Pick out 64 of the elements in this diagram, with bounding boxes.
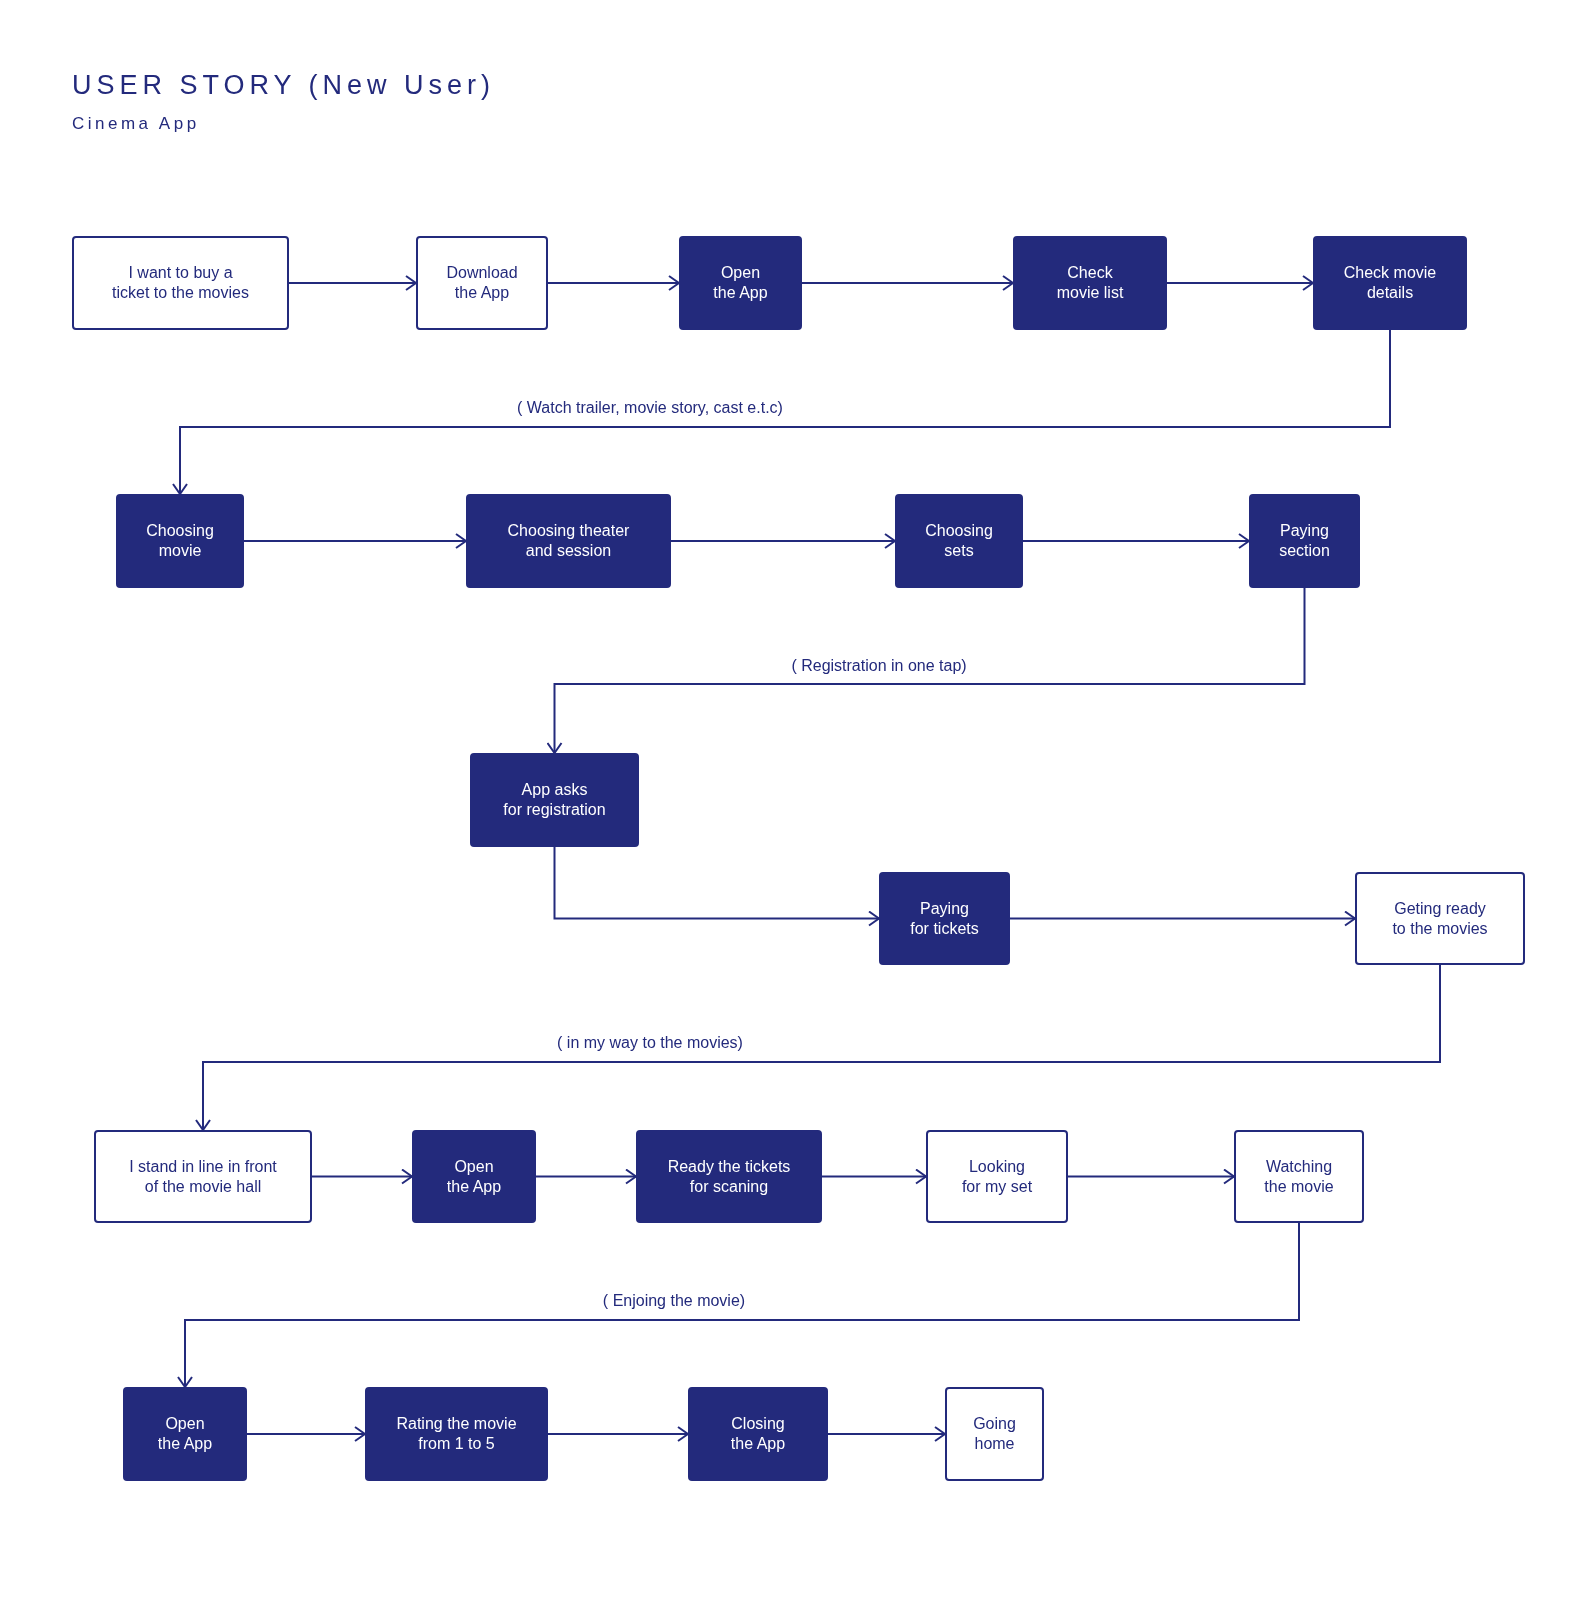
step-text: Watching the movie	[1263, 1156, 1335, 1197]
arrow	[546, 587, 1306, 754]
step-text: App asks for registration	[502, 780, 607, 820]
process-box	[466, 494, 671, 588]
process-box	[123, 1387, 247, 1481]
arrow	[821, 1168, 927, 1185]
process-box	[879, 872, 1010, 965]
arrow	[547, 1426, 689, 1442]
step-text: Paying for tickets	[909, 898, 980, 939]
process-box	[72, 236, 289, 330]
process-box	[412, 1130, 536, 1223]
process-box	[688, 1387, 828, 1481]
process-box	[416, 236, 548, 330]
step-text: Paying section	[1278, 521, 1331, 561]
step-text: Choosing movie	[145, 521, 215, 561]
step-text: I stand in line in front of the movie hall	[128, 1156, 278, 1197]
step-text: Ready the tickets for scaning	[666, 1156, 792, 1197]
process-box	[470, 753, 639, 847]
arrow	[243, 533, 467, 549]
arrow	[1022, 533, 1250, 549]
arrow	[670, 533, 896, 549]
process-box	[895, 494, 1023, 588]
process-box	[1355, 872, 1525, 965]
arrow	[195, 964, 1441, 1131]
process-box	[1313, 236, 1467, 330]
step-text: Check movie list	[1055, 263, 1125, 303]
arrow	[1067, 1168, 1235, 1185]
arrow	[177, 1222, 1300, 1388]
process-box	[1249, 494, 1360, 588]
step-text: Choosing theater and session	[506, 521, 631, 561]
process-box	[945, 1387, 1044, 1481]
process-box	[636, 1130, 822, 1223]
arrow	[553, 846, 880, 927]
step-text: Going home	[972, 1414, 1017, 1454]
arrow	[1166, 275, 1314, 291]
step-text: Choosing sets	[924, 521, 994, 561]
step-text: Download the App	[445, 263, 519, 303]
arrow	[535, 1168, 637, 1185]
arrow	[288, 275, 417, 291]
process-box	[679, 236, 802, 330]
diagram-title: USER STORY (New User)	[72, 70, 496, 101]
arrow	[1009, 910, 1356, 927]
step-text: I want to buy a ticket to the movies	[111, 263, 250, 303]
arrow	[172, 329, 1391, 495]
process-box	[926, 1130, 1068, 1223]
step-text: Open the App	[156, 1414, 214, 1454]
process-box	[365, 1387, 548, 1481]
arrow	[801, 275, 1014, 291]
process-box	[1013, 236, 1167, 330]
step-text: Geting ready to the movies	[1391, 898, 1489, 939]
step-text: Open the App	[445, 1156, 503, 1197]
step-text: Looking for my set	[960, 1156, 1034, 1197]
process-box	[94, 1130, 312, 1223]
arrow	[246, 1426, 366, 1442]
step-text: Closing the App	[729, 1414, 787, 1454]
step-text: Open the App	[712, 263, 769, 303]
arrow	[547, 275, 680, 291]
process-box	[1234, 1130, 1364, 1223]
step-text: Rating the movie from 1 to 5	[395, 1414, 518, 1454]
arrow	[827, 1426, 946, 1442]
process-box	[116, 494, 244, 588]
arrow	[311, 1168, 413, 1185]
diagram-subtitle: Cinema App	[72, 114, 200, 134]
step-text: Check movie details	[1342, 263, 1438, 303]
